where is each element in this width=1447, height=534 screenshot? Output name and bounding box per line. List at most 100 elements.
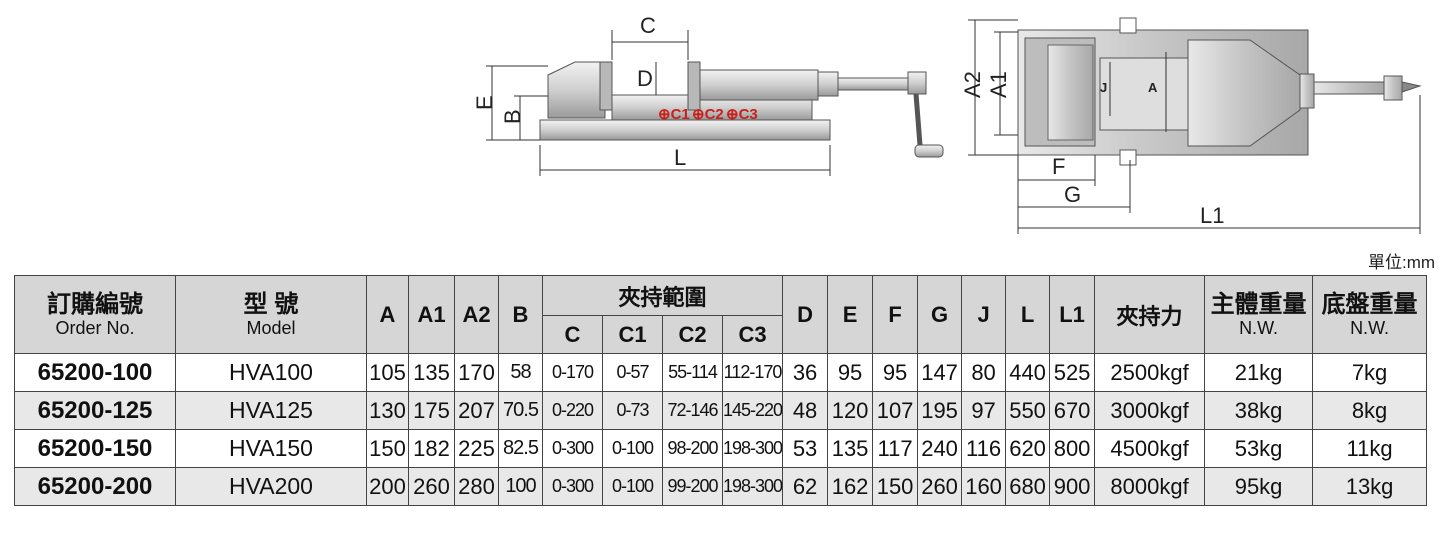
cell-f: 107 — [872, 391, 919, 430]
cell-f: 117 — [872, 429, 919, 468]
mark-c1: ⊕C1 — [658, 106, 690, 123]
cell-e: 135 — [827, 429, 874, 468]
cell-d: 36 — [782, 353, 829, 392]
dim-label-b: B — [500, 109, 525, 124]
cell-l1: 900 — [1049, 467, 1096, 506]
header-l: L — [1005, 275, 1051, 354]
header-c: C — [542, 315, 603, 354]
header-a: A — [366, 275, 409, 354]
header-l1: L1 — [1049, 275, 1096, 354]
cell-l: 550 — [1005, 391, 1051, 430]
dim-label-f: F — [1052, 154, 1065, 179]
dim-label-a: A — [1148, 80, 1158, 95]
cell-c3: 198-300 — [721, 467, 784, 506]
cell-a: 105 — [366, 353, 409, 392]
cell-e: 162 — [827, 467, 874, 506]
cell-a2: 225 — [454, 429, 499, 468]
cell-c1: 0-73 — [602, 391, 663, 430]
cell-c1: 0-100 — [602, 429, 663, 468]
cell-a: 130 — [366, 391, 409, 430]
header-a1: A1 — [408, 275, 455, 354]
dim-label-a1: A1 — [986, 71, 1011, 98]
cell-c1: 0-100 — [602, 467, 663, 506]
cell-model: HVA125 — [175, 391, 367, 430]
dim-label-c: C — [640, 13, 656, 38]
cell-d: 53 — [782, 429, 829, 468]
cell-c3: 145-220 — [721, 391, 784, 430]
cell-base: 7kg — [1312, 353, 1428, 392]
header-e: E — [827, 275, 874, 354]
cell-a: 200 — [366, 467, 409, 506]
header-clamp-range: 夾持範圍 — [541, 275, 784, 316]
cell-g: 260 — [917, 467, 963, 506]
cell-l1: 525 — [1049, 353, 1096, 392]
cell-base: 8kg — [1312, 391, 1428, 430]
cell-c: 0-300 — [542, 429, 603, 468]
dim-label-e: E — [472, 95, 497, 110]
cell-a1: 135 — [408, 353, 455, 392]
header-d: D — [782, 275, 829, 354]
cell-l1: 670 — [1049, 391, 1096, 430]
cell-c2: 72-146 — [662, 391, 723, 430]
cell-a: 150 — [366, 429, 409, 468]
cell-j: 160 — [961, 467, 1007, 506]
cell-body: 21kg — [1204, 353, 1314, 392]
cell-model: HVA200 — [175, 467, 367, 506]
header-c2: C2 — [662, 315, 723, 354]
header-model: 型 號 Model — [175, 275, 367, 354]
cell-j: 97 — [961, 391, 1007, 430]
cell-model: HVA100 — [175, 353, 367, 392]
cell-c: 0-170 — [542, 353, 603, 392]
cell-base: 13kg — [1312, 467, 1428, 506]
header-b: B — [498, 275, 543, 354]
dim-label-l1: L1 — [1200, 203, 1224, 228]
cell-a1: 175 — [408, 391, 455, 430]
cell-e: 95 — [827, 353, 874, 392]
cell-model: HVA150 — [175, 429, 367, 468]
header-j: J — [961, 275, 1007, 354]
cell-l: 440 — [1005, 353, 1051, 392]
cell-b: 82.5 — [498, 429, 543, 468]
cell-c2: 99-200 — [662, 467, 723, 506]
header-a2: A2 — [454, 275, 499, 354]
cell-l1: 800 — [1049, 429, 1096, 468]
dim-label-d: D — [637, 66, 653, 91]
dim-label-a2: A2 — [960, 71, 985, 98]
cell-c: 0-300 — [542, 467, 603, 506]
mark-c3: ⊕C3 — [726, 106, 758, 123]
cell-a2: 170 — [454, 353, 499, 392]
header-g: G — [917, 275, 963, 354]
cell-g: 240 — [917, 429, 963, 468]
cell-l: 620 — [1005, 429, 1051, 468]
cell-l: 680 — [1005, 467, 1051, 506]
cell-f: 95 — [872, 353, 919, 392]
cell-force: 3000kgf — [1094, 391, 1206, 430]
cell-j: 80 — [961, 353, 1007, 392]
cell-force: 8000kgf — [1094, 467, 1206, 506]
cell-c2: 98-200 — [662, 429, 723, 468]
cell-order: 65200-150 — [14, 429, 176, 468]
cell-g: 147 — [917, 353, 963, 392]
cell-c1: 0-57 — [602, 353, 663, 392]
cell-base: 11kg — [1312, 429, 1428, 468]
cell-a2: 207 — [454, 391, 499, 430]
cell-order: 65200-125 — [14, 391, 176, 430]
cell-d: 48 — [782, 391, 829, 430]
unit-note: 單位:mm — [1368, 253, 1436, 272]
cell-c3: 198-300 — [721, 429, 784, 468]
cell-c2: 55-114 — [662, 353, 723, 392]
cell-force: 4500kgf — [1094, 429, 1206, 468]
cell-body: 95kg — [1204, 467, 1314, 506]
cell-body: 53kg — [1204, 429, 1314, 468]
cell-j: 116 — [961, 429, 1007, 468]
side-view-drawing: C D E B L ⊕C1 ⊕C2 ⊕C3 — [472, 13, 1422, 234]
cell-g: 195 — [917, 391, 963, 430]
cell-force: 2500kgf — [1094, 353, 1206, 392]
cell-b: 70.5 — [498, 391, 543, 430]
header-c1: C1 — [602, 315, 663, 354]
cell-b: 58 — [498, 353, 543, 392]
cell-c3: 112-170 — [721, 353, 784, 392]
